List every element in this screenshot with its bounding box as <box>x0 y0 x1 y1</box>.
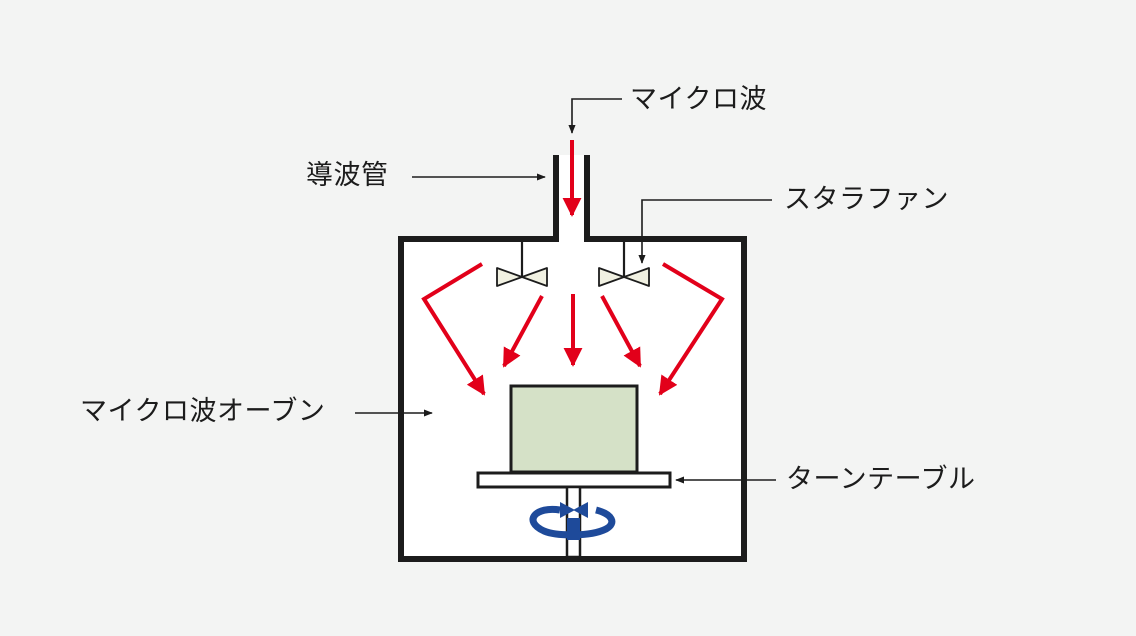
label-microwave: マイクロ波 <box>630 84 767 115</box>
label-stirrer-fan: スタラファン <box>784 184 949 215</box>
leader-microwave <box>568 98 622 134</box>
microwave-arrows <box>421 140 725 396</box>
rotate-arrow-icon <box>529 502 616 540</box>
stirrer-fan-icon <box>598 267 650 287</box>
turntable-plate <box>476 471 672 489</box>
label-turntable: ターンテーブル <box>786 464 976 495</box>
microwave-arrow-inner-left <box>502 295 544 368</box>
leader-stirrer-fan <box>638 199 772 264</box>
label-waveguide: 導波管 <box>306 160 389 191</box>
stirrer-fan-icon <box>496 267 548 287</box>
microwave-arrow-outer-left <box>421 262 486 396</box>
microwave-arrow-inner-right <box>600 295 642 368</box>
stirrer-fan-right <box>598 242 650 287</box>
label-microwave-oven: マイクロ波オーブン <box>80 396 326 427</box>
leader-lines <box>355 98 776 484</box>
stirrer-fan-left <box>496 242 548 287</box>
microwave-arrow-outer-right <box>658 262 725 396</box>
food-item <box>509 384 639 474</box>
